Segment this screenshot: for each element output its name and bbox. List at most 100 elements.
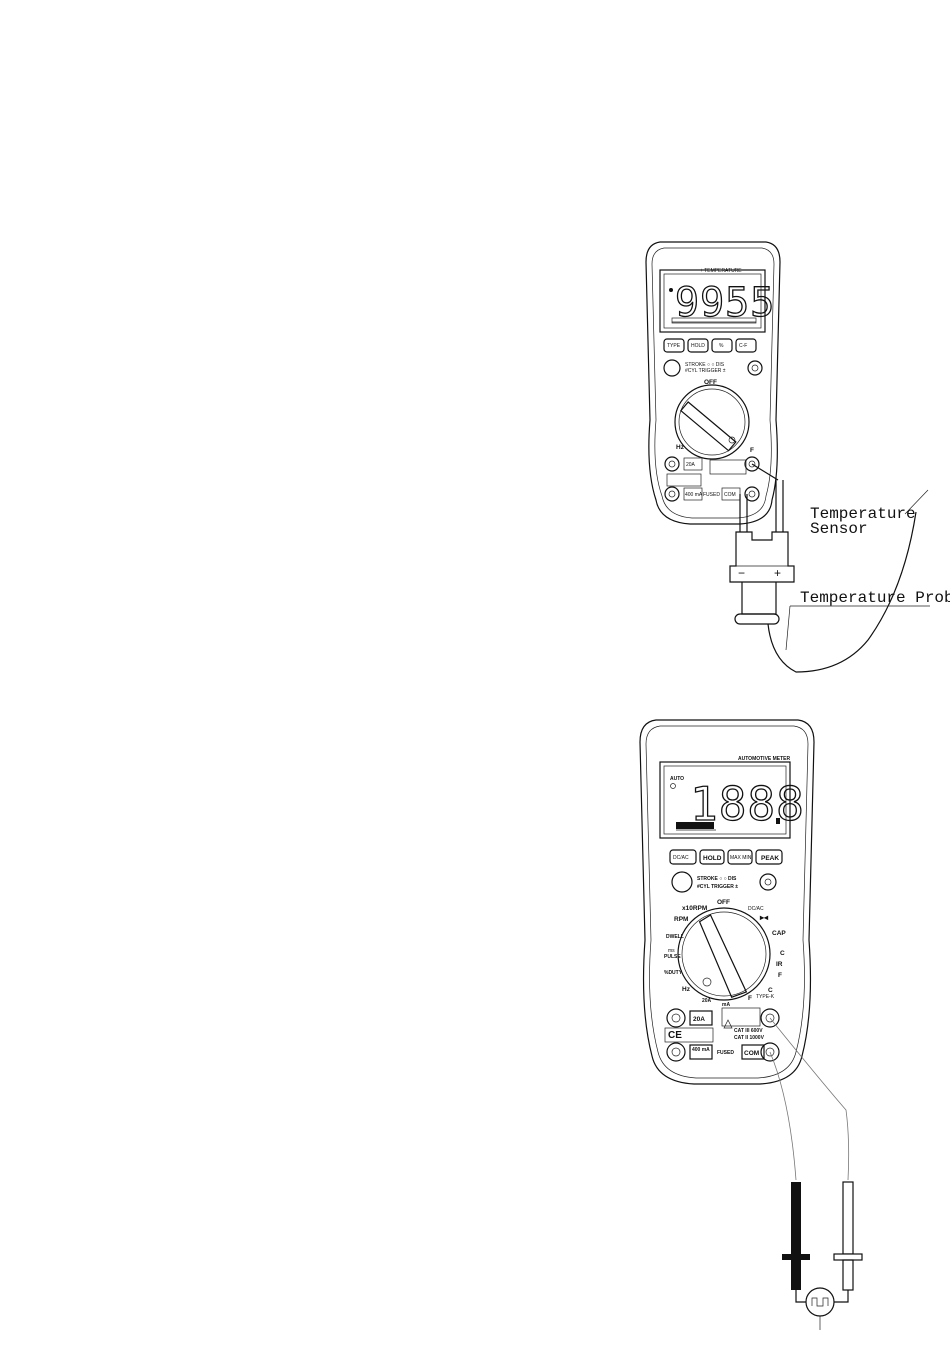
svg-text:COM: COM <box>744 1050 759 1057</box>
svg-text:CAT III 600V: CAT III 600V <box>734 1028 763 1034</box>
svg-text:HOLD: HOLD <box>703 855 722 862</box>
svg-text:COM: COM <box>724 492 736 498</box>
peak-button[interactable] <box>755 849 783 865</box>
plus-terminal-label: + <box>774 566 781 580</box>
svg-text:OFF: OFF <box>717 899 730 906</box>
svg-text:%DUTY: %DUTY <box>664 970 683 976</box>
svg-text:400 mA: 400 mA <box>692 1047 710 1053</box>
bargraph-bottom <box>676 822 716 831</box>
power-button-top[interactable] <box>663 359 681 377</box>
svg-text:IR: IR <box>776 961 783 968</box>
auto-power-icon <box>670 783 676 789</box>
dial-labels-bottom: OFF x10RPM DC/AC RPM DWELL ms PULSE %DUT… <box>664 899 786 1008</box>
svg-text:FUSED: FUSED <box>717 1050 734 1056</box>
svg-text:20A: 20A <box>693 1016 705 1023</box>
jack-com[interactable] <box>760 1042 780 1062</box>
svg-text:ms: ms <box>668 948 675 954</box>
svg-text:%: % <box>719 343 724 349</box>
jack-vohm-top[interactable] <box>744 456 760 472</box>
cf-button[interactable] <box>735 338 757 353</box>
svg-text:mA: mA <box>722 1002 730 1008</box>
type-button[interactable] <box>663 338 685 353</box>
jacks-bottom: 20A 400 mA FUSED COM CE CAT III 600V CAT… <box>664 1007 780 1062</box>
jacks-top: 20A 400 mA COM FUSED <box>664 456 760 502</box>
bargraph-top <box>671 317 757 324</box>
sensor-element <box>805 1287 835 1317</box>
lcd-header-bottom: AUTOMOTIVE METER <box>738 756 791 762</box>
svg-text:DC/AC: DC/AC <box>748 906 764 912</box>
svg-text:F: F <box>748 995 752 1002</box>
svg-text:TYPE-K: TYPE-K <box>756 994 775 1000</box>
svg-text:F: F <box>750 447 754 454</box>
svg-text:x10RPM: x10RPM <box>682 905 707 912</box>
dcac-button[interactable] <box>669 849 697 865</box>
lcd-top <box>659 269 766 333</box>
svg-text:C-F: C-F <box>739 343 747 349</box>
jack-ma[interactable] <box>666 1042 686 1062</box>
red-probe <box>842 1181 854 1255</box>
svg-text:FUSED: FUSED <box>703 492 720 498</box>
rotary-dial-top[interactable] <box>674 384 750 460</box>
minus-terminal-label: − <box>738 566 745 580</box>
backlight-button-top[interactable] <box>747 360 763 376</box>
svg-text:400 mA: 400 mA <box>685 492 703 498</box>
svg-text:Temperature: Temperature <box>810 505 916 523</box>
black-probe <box>791 1182 801 1254</box>
temperature-adapter: − + <box>729 463 917 673</box>
meter-bottom: AUTOMOTIVE METER AUTO 1888 DC/AC HOLD MA… <box>639 719 815 1085</box>
hold-button-top[interactable] <box>687 338 709 353</box>
svg-text:C: C <box>780 950 785 957</box>
percent-button[interactable] <box>711 338 733 353</box>
svg-text:DC/AC: DC/AC <box>673 855 689 861</box>
jack-ma-top[interactable] <box>664 486 680 502</box>
test-leads <box>769 1017 863 1330</box>
warning-icon <box>723 1019 733 1029</box>
battery-indicator-icon <box>669 288 673 292</box>
svg-text:F: F <box>778 972 782 979</box>
svg-text:C: C <box>768 987 773 994</box>
hold-button[interactable] <box>699 849 725 865</box>
svg-text:#CYL TRIGGER ±: #CYL TRIGGER ± <box>697 884 738 890</box>
auto-indicator: AUTO <box>670 776 684 782</box>
svg-text:CAT II 1000V: CAT II 1000V <box>734 1035 765 1041</box>
svg-text:Hz: Hz <box>676 444 685 451</box>
meter-top: + TEMPERATURE 9955 TYPE HOLD % C-F STROK… <box>645 241 781 525</box>
backlight-button[interactable] <box>759 873 777 891</box>
svg-text:20A: 20A <box>686 462 696 468</box>
temperature-probe-label: Temperature Probe <box>785 589 950 651</box>
maxmin-button[interactable] <box>727 849 753 865</box>
svg-text:STROKE ○ ○ DIS: STROKE ○ ○ DIS <box>685 362 725 368</box>
battery-icon <box>776 818 780 824</box>
lcd-bottom <box>659 761 791 839</box>
jack-20a-top[interactable] <box>664 456 680 472</box>
lcd-digits-top: 9955 <box>675 280 775 326</box>
jack-vohm[interactable] <box>760 1008 780 1028</box>
svg-text:Temperature Probe: Temperature Probe <box>800 589 950 607</box>
svg-text:HOLD: HOLD <box>691 343 705 349</box>
diode-symbol: ▸◂ <box>759 913 769 922</box>
svg-text:PULSE: PULSE <box>664 954 681 960</box>
power-button-bottom[interactable] <box>671 871 693 893</box>
svg-text:CAP: CAP <box>772 930 786 937</box>
rotary-dial-bottom[interactable] <box>677 907 771 1001</box>
svg-text:#CYL TRIGGER ±: #CYL TRIGGER ± <box>685 368 726 374</box>
buttons-top: TYPE HOLD % C-F <box>663 338 757 353</box>
jack-com-top[interactable] <box>744 486 760 502</box>
svg-text:20A: 20A <box>702 998 712 1004</box>
lcd-header-top: + TEMPERATURE <box>700 268 742 274</box>
ce-mark: CE <box>668 1030 682 1041</box>
buttons-bottom: DC/AC HOLD MAX MIN PEAK <box>669 849 783 865</box>
jack-20a[interactable] <box>666 1008 686 1028</box>
svg-text:STROKE ○ ○ DIS: STROKE ○ ○ DIS <box>697 876 737 882</box>
svg-text:MAX MIN: MAX MIN <box>730 855 752 861</box>
svg-text:PEAK: PEAK <box>761 855 779 862</box>
svg-text:Sensor: Sensor <box>810 520 868 538</box>
svg-text:RPM: RPM <box>674 916 688 923</box>
dial-off-label-top: OFF <box>704 379 717 386</box>
svg-text:Hz: Hz <box>682 986 691 993</box>
temperature-sensor-label: Temperature Sensor <box>810 489 929 538</box>
svg-text:DWELL: DWELL <box>666 934 684 940</box>
svg-text:TYPE: TYPE <box>667 343 681 349</box>
bulb-icon <box>764 878 772 886</box>
